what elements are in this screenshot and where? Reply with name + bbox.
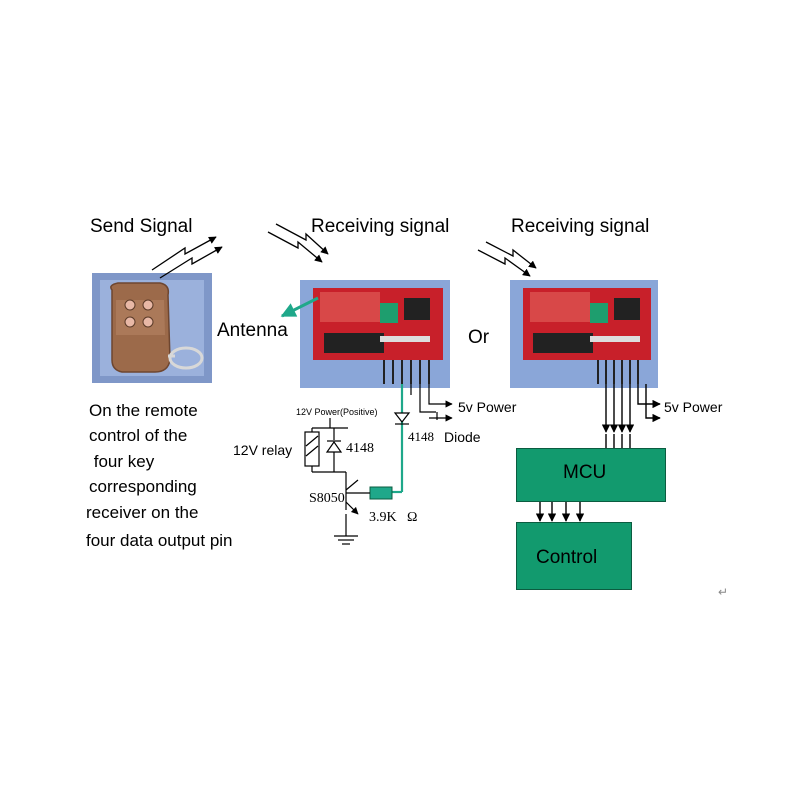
receiving-signal-label-1: Receiving signal	[311, 216, 450, 237]
description-line-4: corresponding	[89, 477, 197, 496]
power-12v-label: 12V Power(Positive)	[296, 407, 378, 417]
send-signal-label: Send Signal	[90, 216, 193, 237]
transistor-label: S8050	[309, 491, 345, 506]
flyback-diode-label: 4148	[346, 441, 374, 456]
signal-diode-number: 4148	[408, 429, 434, 444]
receiver-2-to-mcu-wires	[601, 384, 661, 448]
diode-4148-signal	[393, 412, 411, 425]
receiver-board-1	[300, 280, 450, 388]
description-line-5: receiver on the	[86, 503, 199, 522]
description-line-6: four data output pin	[86, 531, 233, 550]
description-line-2: control of the	[89, 426, 188, 445]
relay-transistor-circuit	[304, 418, 370, 545]
receiving-signal-label-2: Receiving signal	[511, 216, 650, 237]
receiver-board-2	[510, 280, 658, 388]
receiver-1-output-wires	[410, 384, 453, 422]
ohm-label: Ω	[407, 510, 418, 525]
control-label: Control	[536, 547, 598, 568]
power-5v-label-1: 5v Power	[458, 399, 517, 415]
mcu-to-control-wires	[535, 502, 585, 522]
remote-control-photo	[92, 273, 212, 383]
resistor	[369, 486, 393, 500]
description-line-1: On the remote	[89, 401, 198, 420]
signal-wire	[392, 384, 404, 494]
mcu-label: MCU	[563, 462, 607, 483]
control-box	[516, 522, 632, 590]
relay-12v-label: 12V relay	[233, 442, 293, 458]
mcu-box	[516, 448, 666, 502]
return-mark: ↵	[718, 585, 729, 599]
send-signal-arrows	[151, 236, 223, 279]
description-line-3: four key	[89, 452, 155, 471]
signal-diode-word: Diode	[444, 429, 481, 445]
or-label: Or	[468, 327, 490, 348]
receiving-signal-arrows-2	[477, 241, 537, 277]
resistor-value-label: 3.9K	[369, 510, 397, 525]
antenna-label: Antenna	[217, 320, 288, 341]
receiving-signal-arrows-1	[267, 223, 329, 263]
power-5v-label-2: 5v Power	[664, 399, 723, 415]
antenna-arrow	[280, 296, 319, 318]
